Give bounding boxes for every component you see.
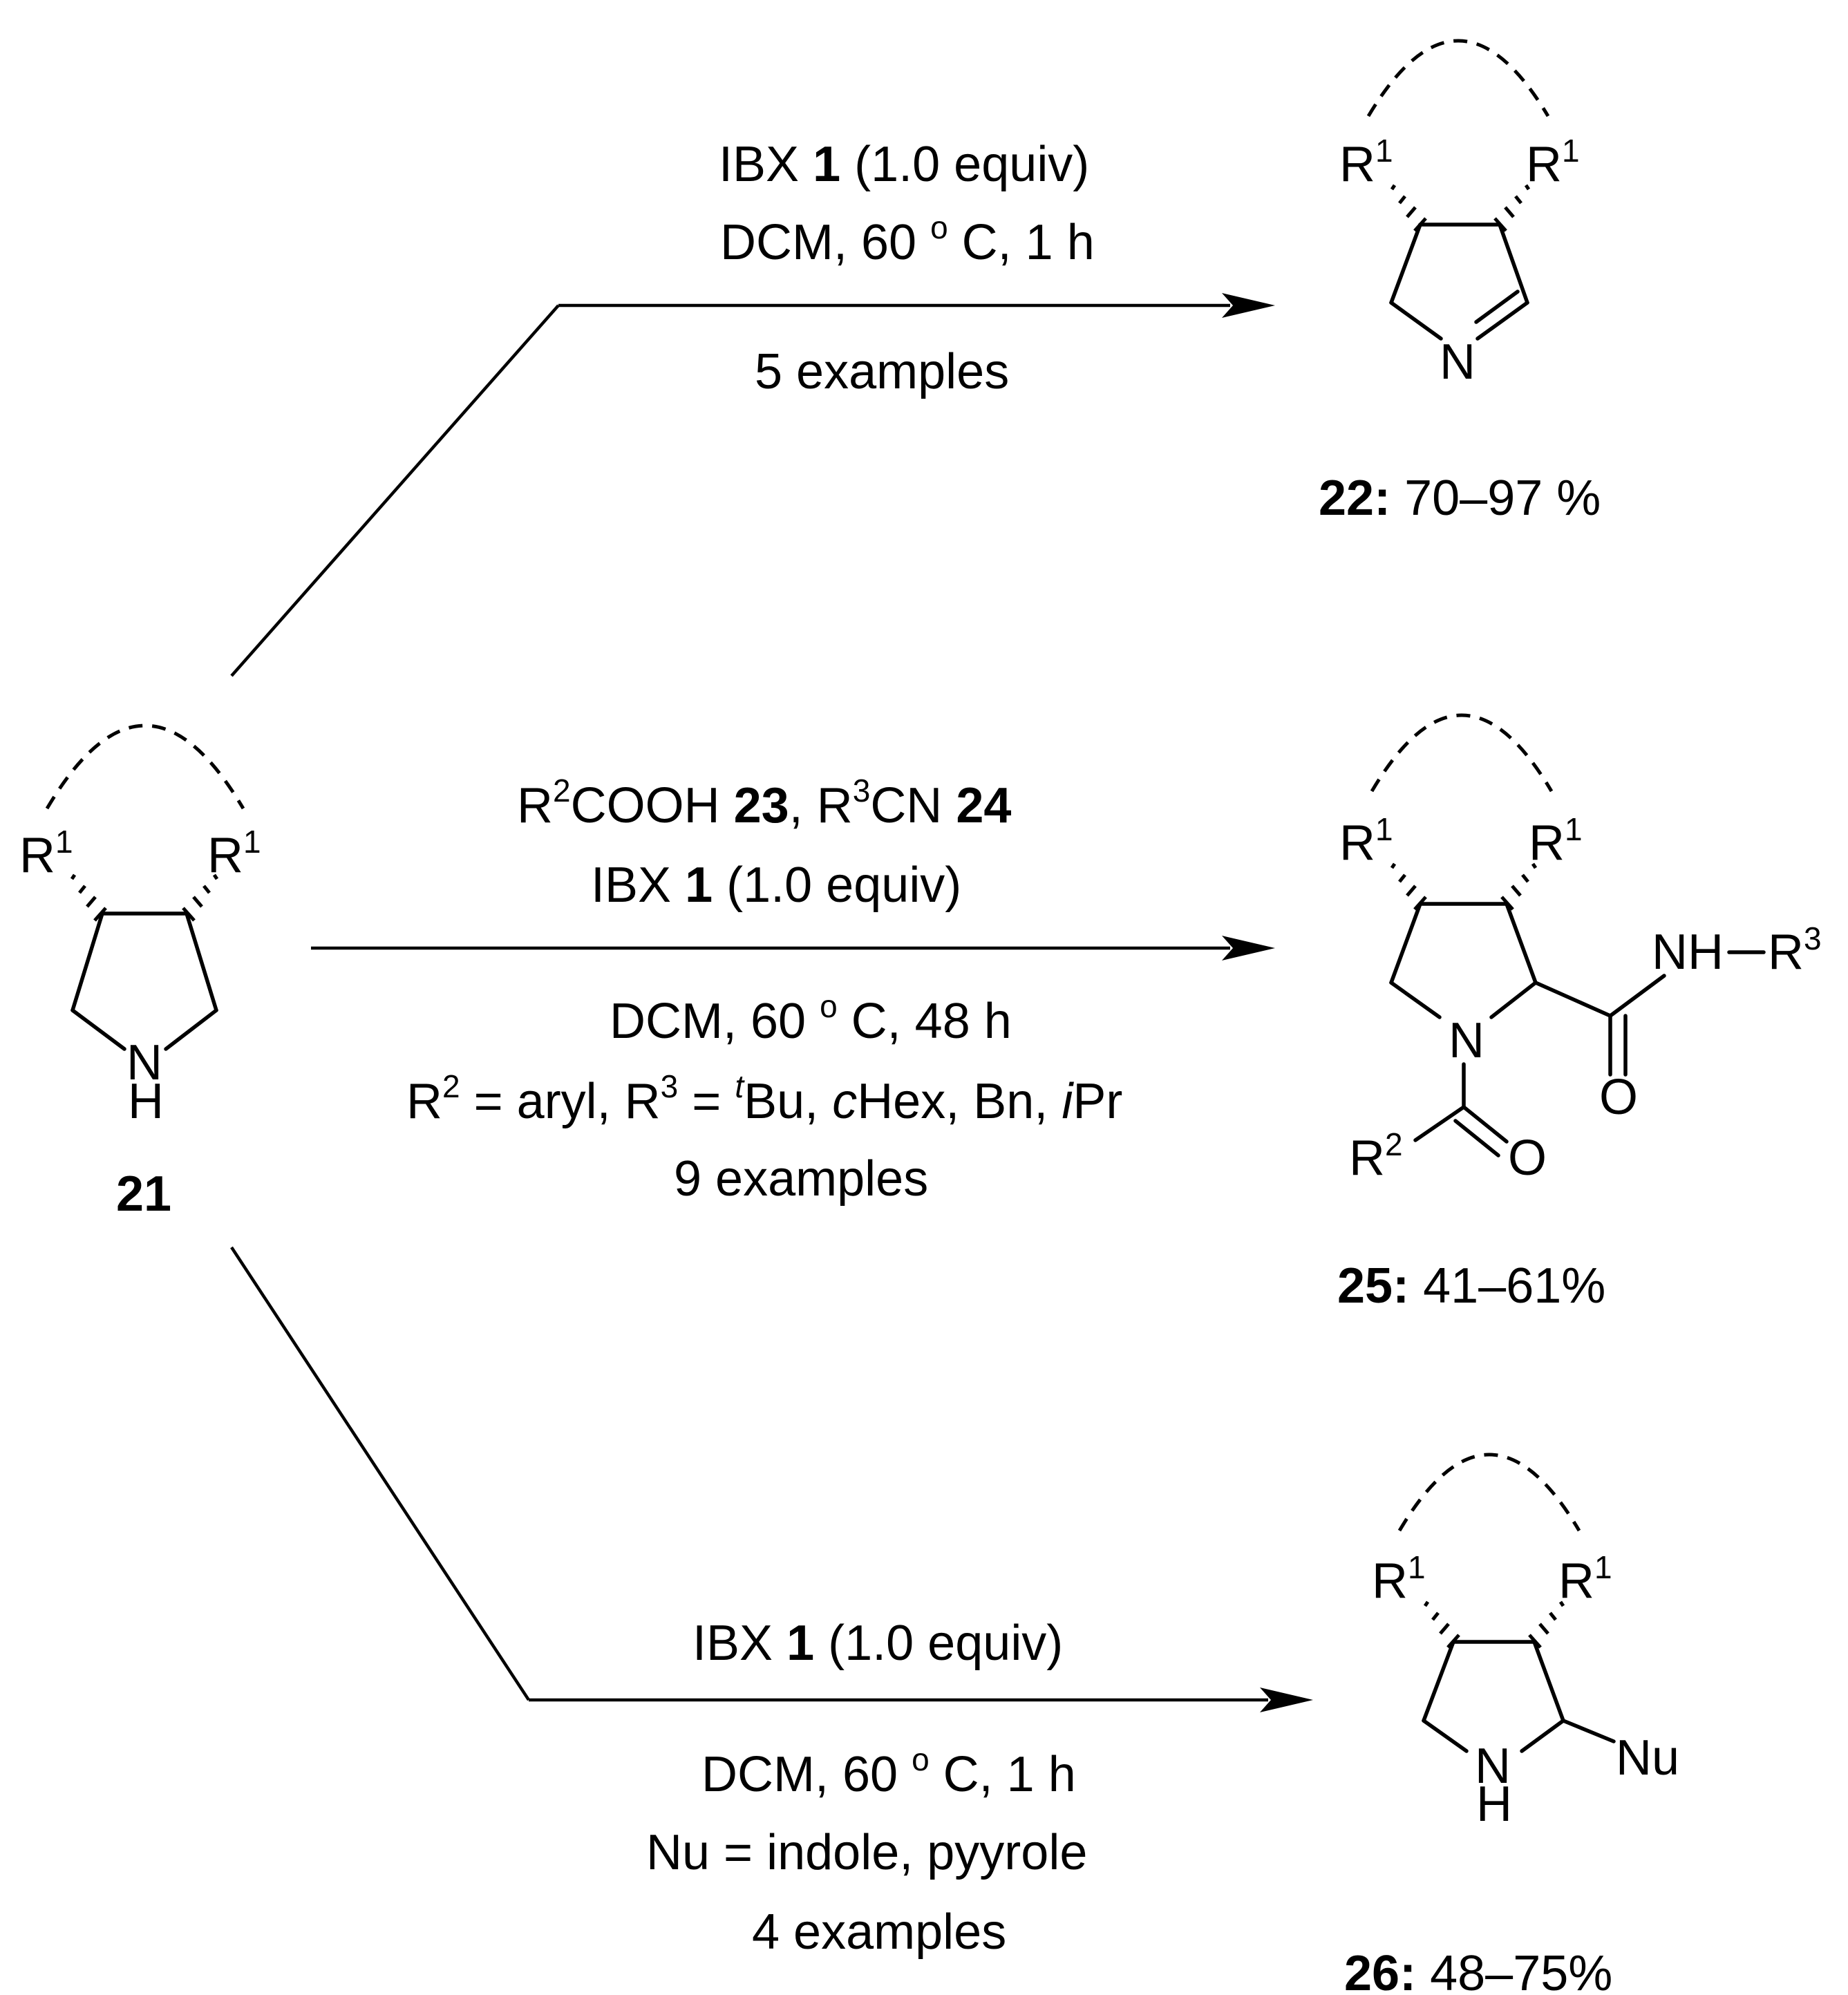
bottom-condition-reagent: IBX 1 (1.0 equiv): [692, 1616, 1063, 1671]
n-atom: N: [1475, 1739, 1511, 1794]
middle-examples: 9 examples: [674, 1151, 928, 1207]
fused-ring-arc: [1370, 713, 1554, 793]
arrow-bottom: [230, 1246, 1313, 1712]
nu-label: Nu: [1616, 1730, 1679, 1786]
product-26-yield: 26: 48–75%: [1344, 1946, 1612, 1995]
compound-25: R1 R1 N NH R3 O R2: [1337, 713, 1822, 1314]
compound-label-21: 21: [116, 1166, 171, 1222]
top-condition-solvent: DCM, 60 o C, 1 h: [720, 209, 1095, 270]
nh-label: NH: [1652, 925, 1724, 980]
arrow-top: [230, 293, 1275, 677]
n-atom: N: [126, 1035, 162, 1090]
r1-right-label: R1: [1529, 811, 1583, 871]
r1-left-label: R1: [1372, 1549, 1426, 1609]
middle-condition-reagents: R2COOH 23, R3CN 24: [517, 773, 1011, 833]
compound-26: R1 R1 N H Nu 26: 48–75%: [1344, 1453, 1679, 1995]
r1-left-label: R1: [19, 824, 73, 883]
o-acyl: O: [1508, 1131, 1547, 1186]
r2-label: R2: [1349, 1126, 1403, 1186]
compound-21: R1 R1 N H 21: [19, 724, 261, 1222]
fused-ring-arc: [1397, 1453, 1581, 1532]
middle-condition-solvent: DCM, 60 o C, 48 h: [610, 988, 1012, 1049]
fused-ring-arc: [1366, 39, 1550, 117]
middle-condition-oxidant: IBX 1 (1.0 equiv): [591, 858, 961, 913]
r1-left-label: R1: [1339, 133, 1393, 192]
h-atom: H: [1476, 1777, 1512, 1832]
bottom-condition-nucleophile: Nu = indole, pyyrole: [646, 1825, 1087, 1880]
bottom-condition-solvent: DCM, 60 o C, 1 h: [701, 1741, 1076, 1802]
n-atom: N: [1449, 1013, 1484, 1068]
fused-ring-arc: [45, 724, 245, 810]
o-amide: O: [1599, 1070, 1638, 1125]
r3-label: R3: [1768, 920, 1822, 980]
top-condition-reagent: IBX 1 (1.0 equiv): [719, 137, 1089, 192]
r1-right-label: R1: [1526, 133, 1580, 192]
middle-condition-substituents: R2 = aryl, R3 = tBu, cHex, Bn, iPr: [406, 1068, 1122, 1129]
r1-right-label: R1: [207, 824, 261, 883]
product-25-yield: 25: 41–61%: [1337, 1258, 1605, 1314]
arrow-middle: [311, 936, 1275, 961]
r1-left-label: R1: [1339, 811, 1393, 871]
h-atom: H: [128, 1074, 164, 1129]
r1-right-label: R1: [1558, 1549, 1612, 1609]
n-atom: N: [1440, 334, 1475, 390]
top-examples: 5 examples: [755, 344, 1009, 399]
bottom-examples: 4 examples: [752, 1904, 1006, 1960]
product-22-yield: 22: 70–97 %: [1319, 471, 1601, 526]
compound-22: R1 R1 N 22: 70–97 %: [1319, 39, 1601, 526]
